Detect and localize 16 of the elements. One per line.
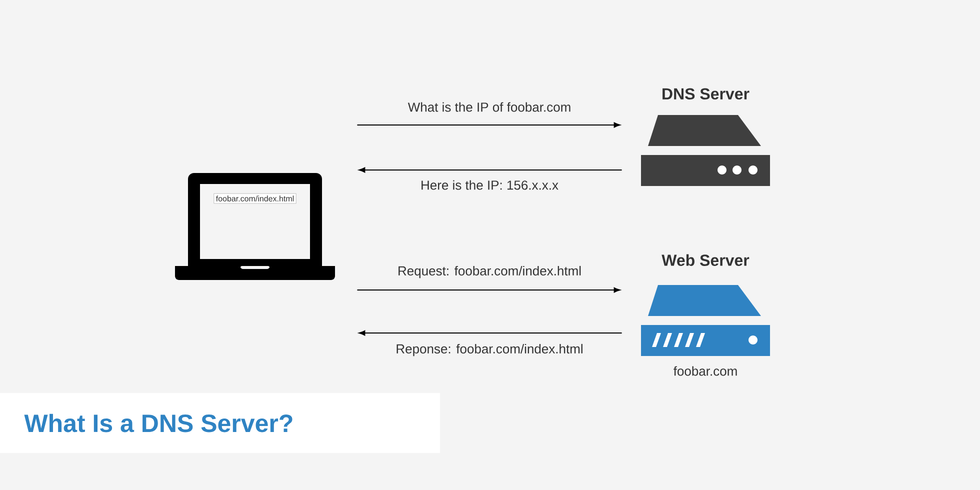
title-banner: What Is a DNS Server? <box>0 393 440 453</box>
arrow <box>356 122 620 128</box>
edge-label: Request: foobar.com/index.html <box>398 266 581 278</box>
server-caption: foobar.com <box>674 366 737 376</box>
address-bar: foobar.com/index.html <box>214 193 296 204</box>
node-label: Web Server <box>662 254 750 266</box>
arrow <box>358 330 622 336</box>
edge-label: Here is the IP: 156.x.x.x <box>422 180 558 190</box>
server-drawing: DNS Server <box>641 88 770 186</box>
arrow <box>358 167 622 173</box>
node-label: DNS Server <box>662 88 750 100</box>
edge-label: Reponse: foobar.com/index.html <box>396 344 582 356</box>
server-drawing: Web Server <box>641 254 770 356</box>
arrow <box>356 287 620 293</box>
laptop-drawing <box>175 173 335 280</box>
edge-label: What is the IP of foobar.com <box>408 102 570 112</box>
